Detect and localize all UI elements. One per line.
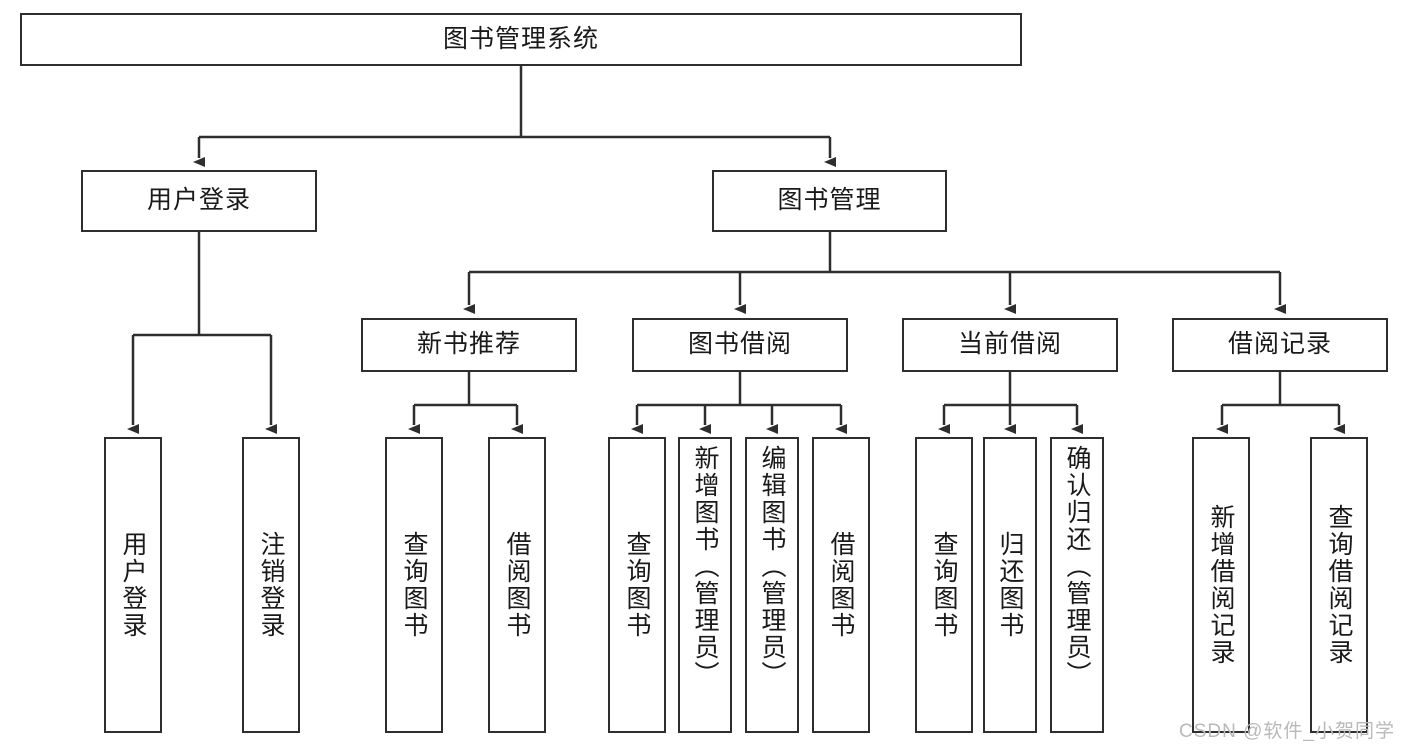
leaf-add-record[interactable]: 新增借阅记录 (1192, 437, 1250, 733)
leaf-label: 查询图书 (930, 531, 958, 639)
node-label: 用户登录 (146, 186, 251, 215)
node-label: 借阅记录 (1227, 330, 1332, 359)
leaf-label: 归还图书 (996, 531, 1024, 639)
csdn-watermark: CSDN @软件_小贺同学 (1179, 721, 1395, 742)
leaf-edit-book[interactable]: 编辑图书（管理员） (745, 437, 799, 733)
leaf-label: 注销登录 (257, 531, 285, 639)
leaf-label: 查询借阅记录 (1325, 504, 1353, 666)
leaf-label: 编辑图书（管理员） (758, 445, 786, 688)
leaf-return-book[interactable]: 归还图书 (983, 437, 1037, 733)
node-book-borrow[interactable]: 图书借阅 (632, 318, 848, 372)
leaf-query-book-3[interactable]: 查询图书 (915, 437, 973, 733)
node-label: 图书借阅 (687, 330, 792, 359)
node-new-book-recommend[interactable]: 新书推荐 (361, 318, 577, 372)
leaf-add-book[interactable]: 新增图书（管理员） (678, 437, 732, 733)
leaf-label: 确认归还（管理员） (1063, 445, 1091, 688)
node-label: 图书管理系统 (442, 24, 599, 53)
node-user-login[interactable]: 用户登录 (81, 170, 317, 232)
leaf-query-book-1[interactable]: 查询图书 (385, 437, 443, 733)
leaf-label: 查询图书 (400, 531, 428, 639)
node-label: 图书管理 (777, 186, 882, 215)
leaf-query-book-2[interactable]: 查询图书 (608, 437, 666, 733)
node-label: 新书推荐 (416, 330, 521, 359)
node-current-borrow[interactable]: 当前借阅 (902, 318, 1118, 372)
leaf-label: 借阅图书 (503, 531, 531, 639)
leaf-borrow-book-2[interactable]: 借阅图书 (812, 437, 870, 733)
leaf-label: 用户登录 (119, 531, 147, 639)
leaf-confirm-return[interactable]: 确认归还（管理员） (1050, 437, 1104, 733)
node-root-system[interactable]: 图书管理系统 (20, 13, 1022, 66)
node-label: 当前借阅 (957, 330, 1062, 359)
leaf-user-login[interactable]: 用户登录 (104, 437, 162, 733)
leaf-label: 新增借阅记录 (1207, 504, 1235, 666)
leaf-logout-login[interactable]: 注销登录 (242, 437, 300, 733)
node-book-manage[interactable]: 图书管理 (712, 170, 947, 232)
leaf-borrow-book-1[interactable]: 借阅图书 (488, 437, 546, 733)
leaf-label: 借阅图书 (827, 531, 855, 639)
node-borrow-record[interactable]: 借阅记录 (1172, 318, 1388, 372)
leaf-label: 查询图书 (623, 531, 651, 639)
leaf-query-record[interactable]: 查询借阅记录 (1310, 437, 1368, 733)
leaf-label: 新增图书（管理员） (691, 445, 719, 688)
